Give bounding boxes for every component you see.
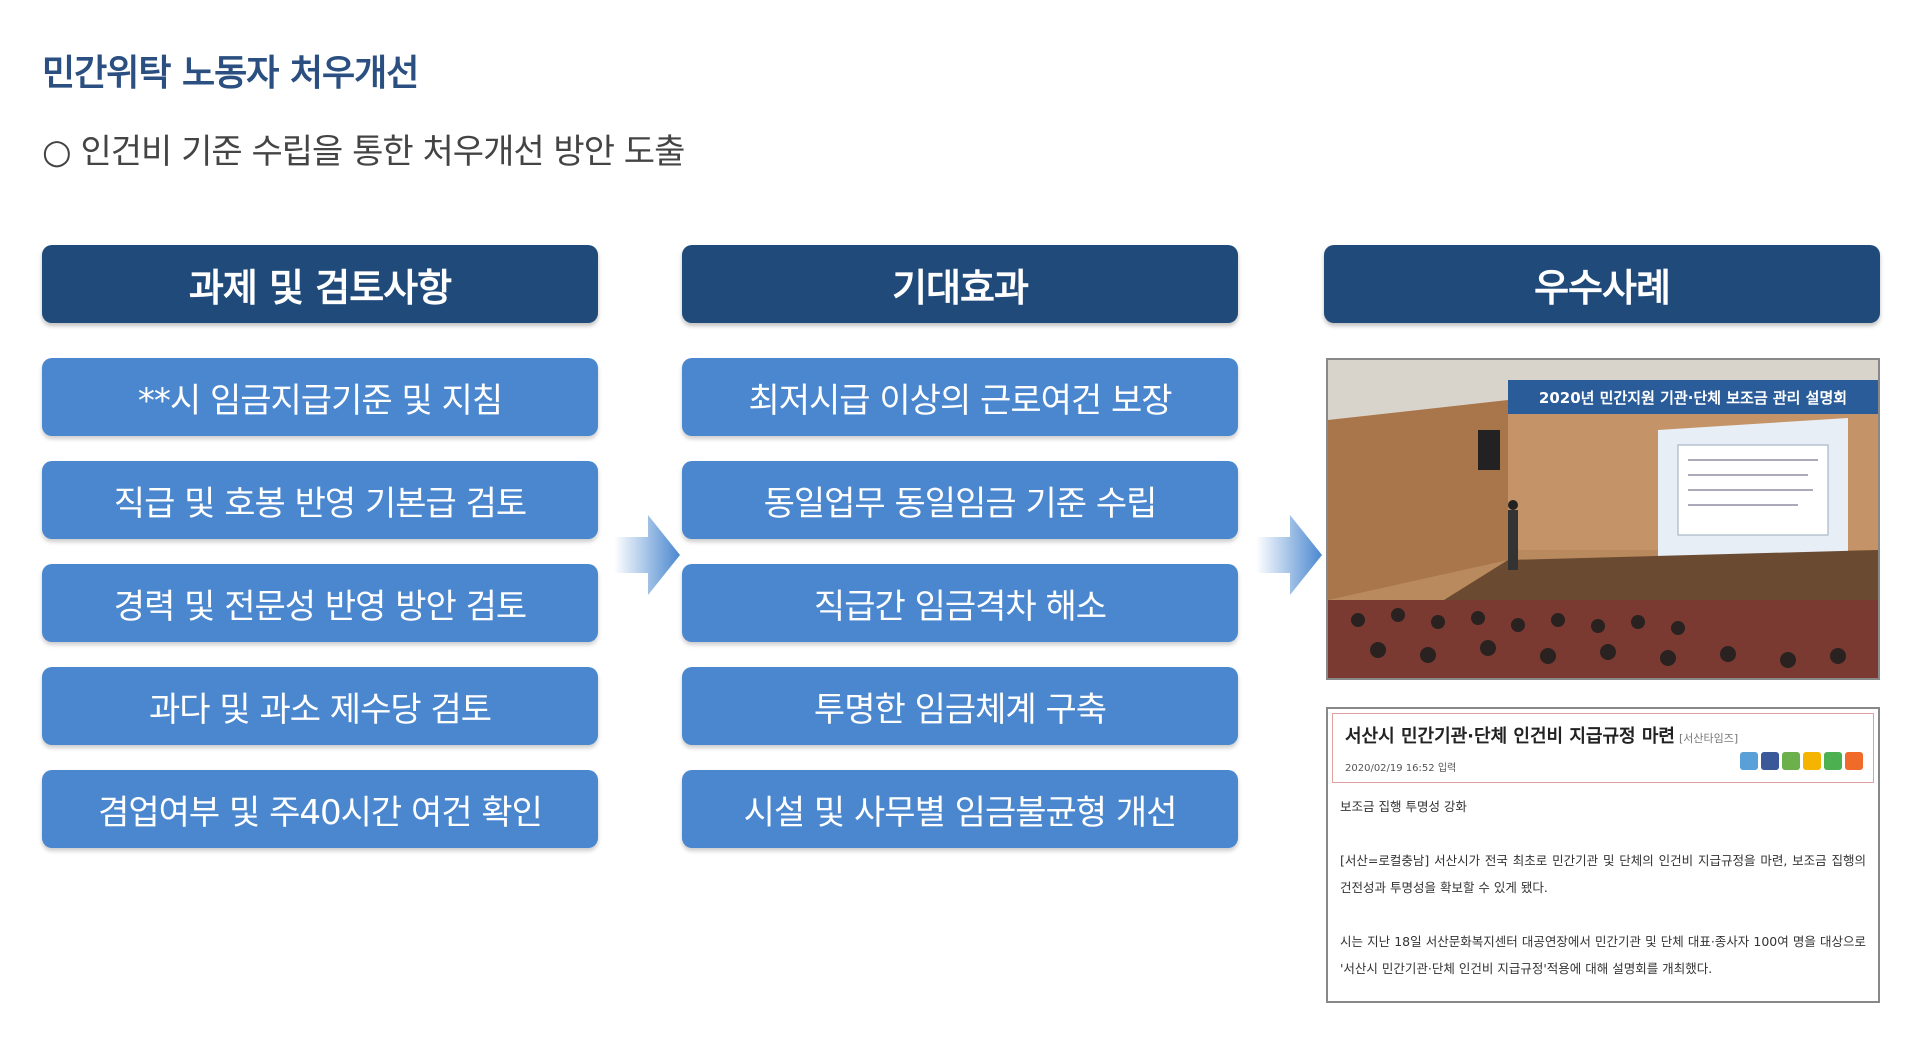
seminar-hall-illustration: 2020년 민간지원 기관·단체 보조금 관리 설명회: [1328, 360, 1878, 678]
effect-item: 직급간 임금격차 해소: [682, 564, 1238, 642]
effect-item: 투명한 임금체계 구축: [682, 667, 1238, 745]
column-effects: 기대효과 최저시급 이상의 근로여건 보장 동일업무 동일임금 기준 수립 직급…: [682, 245, 1238, 873]
share-icon[interactable]: [1782, 752, 1800, 770]
column-best-practice: 우수사례: [1324, 245, 1880, 323]
news-paragraph: [서산=로컬충남] 서산시가 전국 최초로 민간기관 및 단체의 인건비 지급규…: [1340, 853, 1866, 895]
news-paragraph: 시는 지난 18일 서산문화복지센터 대공연장에서 민간기관 및 단체 대표·종…: [1340, 934, 1866, 976]
news-body: 보조금 집행 투명성 강화 [서산=로컬충남] 서산시가 전국 최초로 민간기관…: [1328, 783, 1878, 1019]
task-item: **시 임금지급기준 및 지침: [42, 358, 598, 436]
task-item: 경력 및 전문성 반영 방안 검토: [42, 564, 598, 642]
news-source: [서산타임즈]: [1678, 732, 1739, 745]
blog-icon[interactable]: [1845, 752, 1863, 770]
column-header-tasks: 과제 및 검토사항: [42, 245, 598, 323]
task-item: 겸업여부 및 주40시간 여건 확인: [42, 770, 598, 848]
seminar-photo: 2020년 민간지원 기관·단체 보조금 관리 설명회: [1326, 358, 1880, 680]
column-header-effects: 기대효과: [682, 245, 1238, 323]
share-buttons: [1740, 752, 1863, 770]
kakao-icon[interactable]: [1803, 752, 1821, 770]
arrow-right-icon: [614, 515, 680, 595]
effect-item: 동일업무 동일임금 기준 수립: [682, 461, 1238, 539]
facebook-icon[interactable]: [1761, 752, 1779, 770]
page-subtitle: ○ 인건비 기준 수립을 통한 처우개선 방안 도출: [42, 132, 685, 172]
column-header-best-practice: 우수사례: [1324, 245, 1880, 323]
task-item: 과다 및 과소 제수당 검토: [42, 667, 598, 745]
band-icon[interactable]: [1824, 752, 1842, 770]
effect-item: 시설 및 사무별 임금불균형 개선: [682, 770, 1238, 848]
news-subhead: 보조금 집행 투명성 강화: [1340, 799, 1467, 814]
effect-item: 최저시급 이상의 근로여건 보장: [682, 358, 1238, 436]
seminar-banner: 2020년 민간지원 기관·단체 보조금 관리 설명회: [1539, 389, 1847, 407]
arrow-right-icon: [1256, 515, 1322, 595]
news-header: 서산시 민간기관·단체 인건비 지급규정 마련[서산타임즈] 2020/02/1…: [1332, 713, 1874, 783]
news-headline: 서산시 민간기관·단체 인건비 지급규정 마련[서산타임즈]: [1345, 726, 1739, 747]
news-article: 서산시 민간기관·단체 인건비 지급규정 마련[서산타임즈] 2020/02/1…: [1326, 707, 1880, 1003]
page-title: 민간위탁 노동자 처우개선: [42, 53, 419, 94]
column-tasks: 과제 및 검토사항 **시 임금지급기준 및 지침 직급 및 호봉 반영 기본급…: [42, 245, 598, 873]
news-date: 2020/02/19 16:52 입력: [1345, 763, 1457, 774]
task-item: 직급 및 호봉 반영 기본급 검토: [42, 461, 598, 539]
twitter-icon[interactable]: [1740, 752, 1758, 770]
